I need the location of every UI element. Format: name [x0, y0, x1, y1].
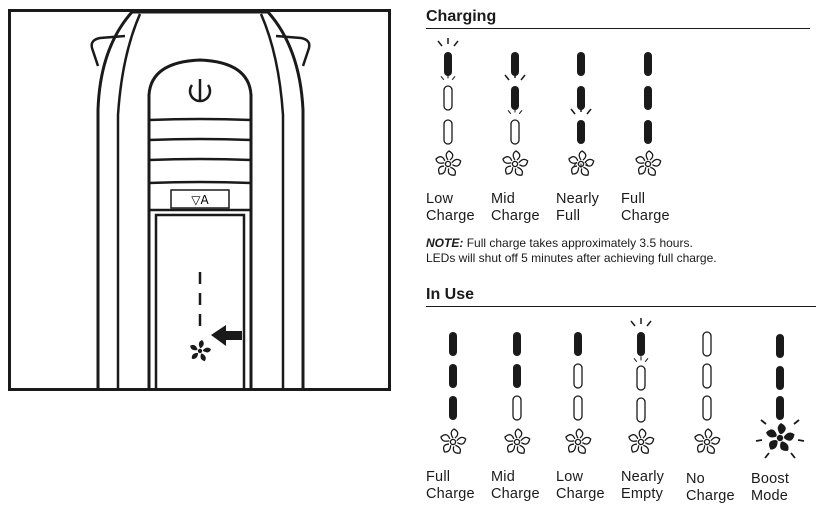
in-use-indicators — [439, 317, 805, 459]
arrow-icon — [211, 325, 242, 346]
boost-fan-icon — [755, 419, 805, 459]
fan-icon — [190, 340, 212, 362]
charging-note: NOTE: Full charge takes approximately 3.… — [426, 236, 717, 265]
charging-title: Charging — [426, 8, 497, 25]
in-use-title: In Use — [426, 286, 475, 303]
power-icon — [188, 79, 212, 103]
charging-divider — [426, 28, 810, 29]
note-label: NOTE: — [426, 236, 464, 250]
device-illustration: ▽A — [8, 9, 391, 391]
mode-button-label: ▽A — [191, 193, 209, 207]
charging-indicators — [434, 37, 663, 178]
in-use-divider — [426, 306, 816, 307]
